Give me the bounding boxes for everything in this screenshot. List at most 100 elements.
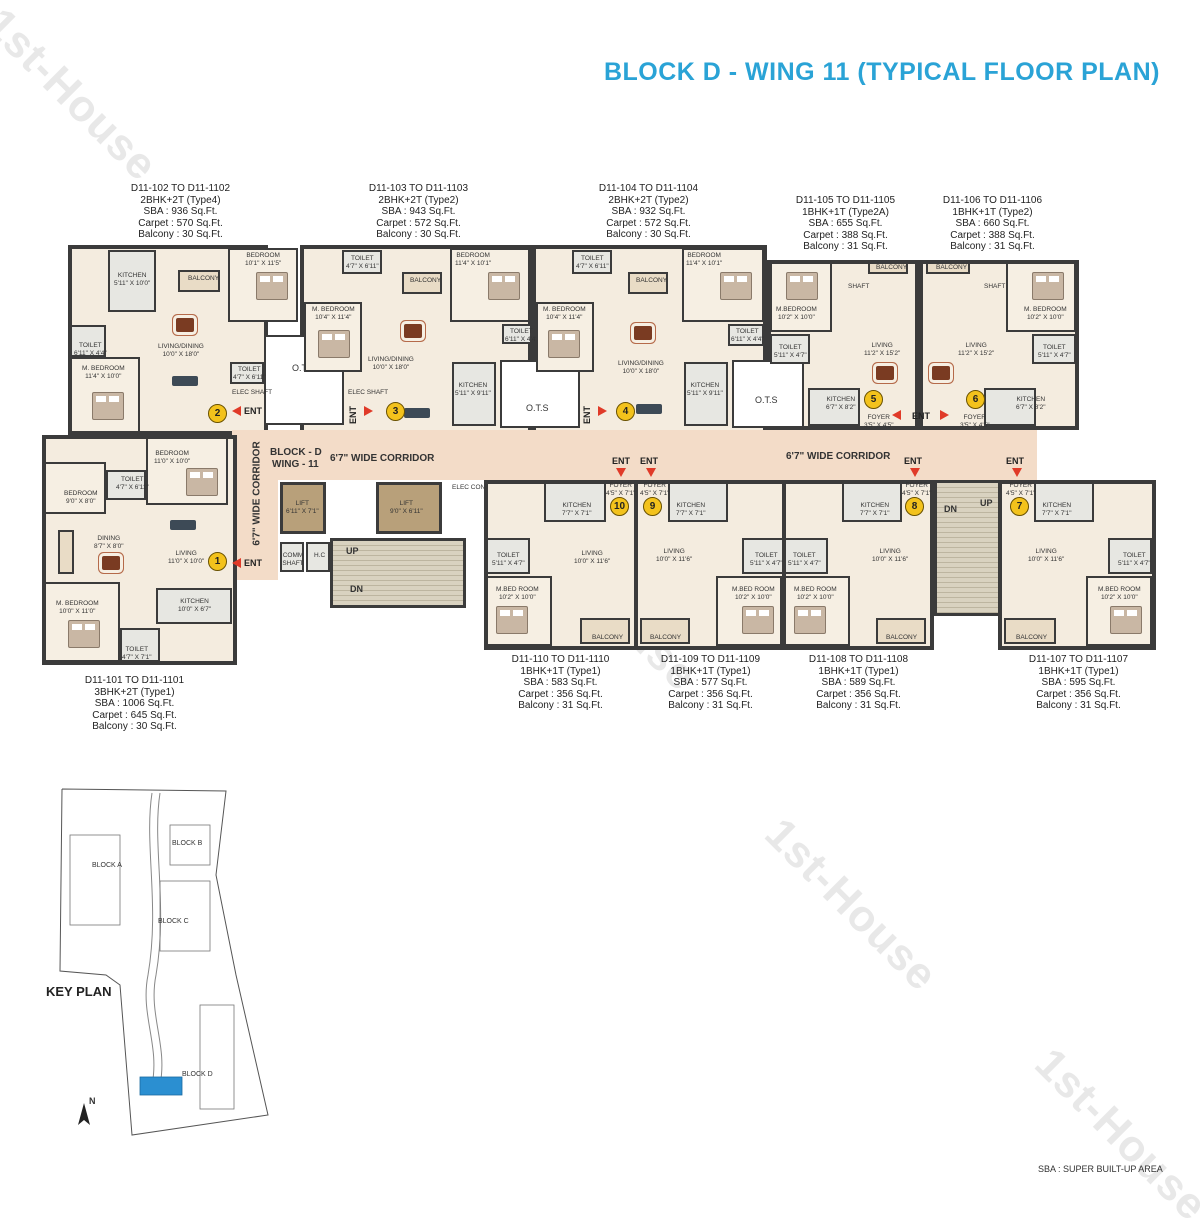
hc-shaft bbox=[306, 542, 330, 572]
bed-icon bbox=[794, 606, 826, 634]
entry-label: ENT bbox=[582, 406, 592, 424]
bed-icon bbox=[488, 272, 520, 300]
unit-number-badge: 9 bbox=[643, 497, 662, 516]
corridor-horizontal bbox=[232, 430, 1037, 480]
unit-info-104: D11-104 TO D11-1104 2BHK+2T (Type2) SBA … bbox=[586, 183, 711, 241]
unit-range: D11-101 TO D11-1101 bbox=[84, 675, 185, 686]
entry-label: ENT bbox=[244, 558, 262, 568]
unit-balcony: Balcony : 31 Sq.Ft. bbox=[668, 700, 753, 711]
balcony-room bbox=[868, 262, 908, 274]
north-arrow-icon bbox=[78, 1103, 90, 1125]
unit-info-102: D11-102 TO D11-1102 2BHK+2T (Type4) SBA … bbox=[118, 183, 243, 241]
bed-icon bbox=[68, 620, 100, 648]
unit-number-badge: 8 bbox=[905, 497, 924, 516]
unit-carpet: Carpet : 356 Sq.Ft. bbox=[668, 688, 753, 700]
dining-table-icon bbox=[102, 556, 120, 570]
balcony-room bbox=[640, 618, 690, 644]
unit-info-109: D11-109 TO D11-1109 1BHK+1T (Type1) SBA … bbox=[648, 654, 773, 712]
unit-info-107: D11-107 TO D11-1107 1BHK+1T (Type1) SBA … bbox=[1016, 654, 1141, 712]
unit-sba: SBA : 655 Sq.Ft. bbox=[808, 218, 883, 229]
unit-info-106: D11-106 TO D11-1106 1BHK+1T (Type2) SBA … bbox=[930, 195, 1055, 253]
unit-range: D11-110 TO D11-1110 bbox=[511, 654, 610, 665]
unit-balcony: Balcony : 31 Sq.Ft. bbox=[803, 241, 888, 252]
kitchen-room bbox=[108, 250, 156, 312]
kitchen-room bbox=[984, 388, 1036, 426]
sofa-icon bbox=[636, 404, 662, 414]
toilet-room bbox=[120, 628, 160, 662]
unit-type: 3BHK+2T (Type1) bbox=[94, 686, 175, 698]
unit-number-badge: 7 bbox=[1010, 497, 1029, 516]
unit-type: 2BHK+2T (Type4) bbox=[140, 194, 221, 206]
corridor-width-label: 6'7" WIDE CORRIDOR bbox=[786, 451, 891, 462]
unit-type: 2BHK+2T (Type2) bbox=[608, 194, 689, 206]
kitchen-room bbox=[808, 388, 860, 426]
bed-icon bbox=[742, 606, 774, 634]
entry-arrow-icon bbox=[940, 410, 949, 420]
kitchen-room bbox=[1034, 482, 1094, 522]
unit-range: D11-103 TO D11-1103 bbox=[368, 183, 469, 194]
bed-icon bbox=[1110, 606, 1142, 634]
watermark: 1st-House bbox=[0, 0, 167, 191]
dining-table-icon bbox=[404, 324, 422, 338]
balcony-room bbox=[876, 618, 926, 644]
unit-number-badge: 10 bbox=[610, 497, 629, 516]
unit-info-110: D11-110 TO D11-1110 1BHK+1T (Type1) SBA … bbox=[498, 654, 623, 712]
unit-type: 1BHK+1T (Type2A) bbox=[802, 206, 889, 218]
shaft-label: SHAFT bbox=[848, 283, 870, 290]
entry-arrow-icon bbox=[892, 410, 901, 420]
unit-carpet: Carpet : 570 Sq.Ft. bbox=[138, 217, 223, 229]
stair-label: UP bbox=[980, 498, 993, 508]
shaft-label: SHAFT bbox=[984, 283, 1006, 290]
unit-range: D11-106 TO D11-1106 bbox=[942, 195, 1043, 206]
entry-arrow-icon bbox=[910, 468, 920, 477]
unit-info-101: D11-101 TO D11-1101 3BHK+2T (Type1) SBA … bbox=[72, 675, 197, 733]
balcony-room bbox=[178, 270, 220, 292]
unit-carpet: Carpet : 645 Sq.Ft. bbox=[92, 709, 177, 721]
unit-balcony: Balcony : 31 Sq.Ft. bbox=[1036, 700, 1121, 711]
unit-type: 1BHK+1T (Type1) bbox=[1038, 665, 1119, 677]
balcony-room bbox=[926, 262, 970, 274]
kitchen-room bbox=[544, 482, 606, 522]
unit-sba: SBA : 932 Sq.Ft. bbox=[611, 206, 686, 217]
kitchen-room bbox=[668, 482, 728, 522]
toilet-room bbox=[106, 470, 146, 500]
corridor-vertical bbox=[232, 430, 278, 580]
unit-sba: SBA : 660 Sq.Ft. bbox=[955, 218, 1030, 229]
toilet-room bbox=[1108, 538, 1152, 574]
key-plan-map bbox=[59, 788, 269, 1136]
toilet-room bbox=[1032, 334, 1076, 364]
unit-sba: SBA : 936 Sq.Ft. bbox=[143, 206, 218, 217]
unit-sba: SBA : 583 Sq.Ft. bbox=[523, 677, 598, 688]
unit-balcony: Balcony : 31 Sq.Ft. bbox=[950, 241, 1035, 252]
unit-range: D11-109 TO D11-1109 bbox=[660, 654, 761, 665]
entry-arrow-icon bbox=[598, 406, 607, 416]
unit-balcony: Balcony : 30 Sq.Ft. bbox=[138, 229, 223, 240]
unit-balcony: Balcony : 30 Sq.Ft. bbox=[376, 229, 461, 240]
entry-arrow-icon bbox=[364, 406, 373, 416]
entry-label: ENT bbox=[912, 411, 930, 421]
unit-type: 1BHK+1T (Type2) bbox=[952, 206, 1033, 218]
room-label: BALCONY bbox=[188, 275, 220, 282]
kitchen-room bbox=[842, 482, 902, 522]
balcony-room bbox=[628, 272, 668, 294]
